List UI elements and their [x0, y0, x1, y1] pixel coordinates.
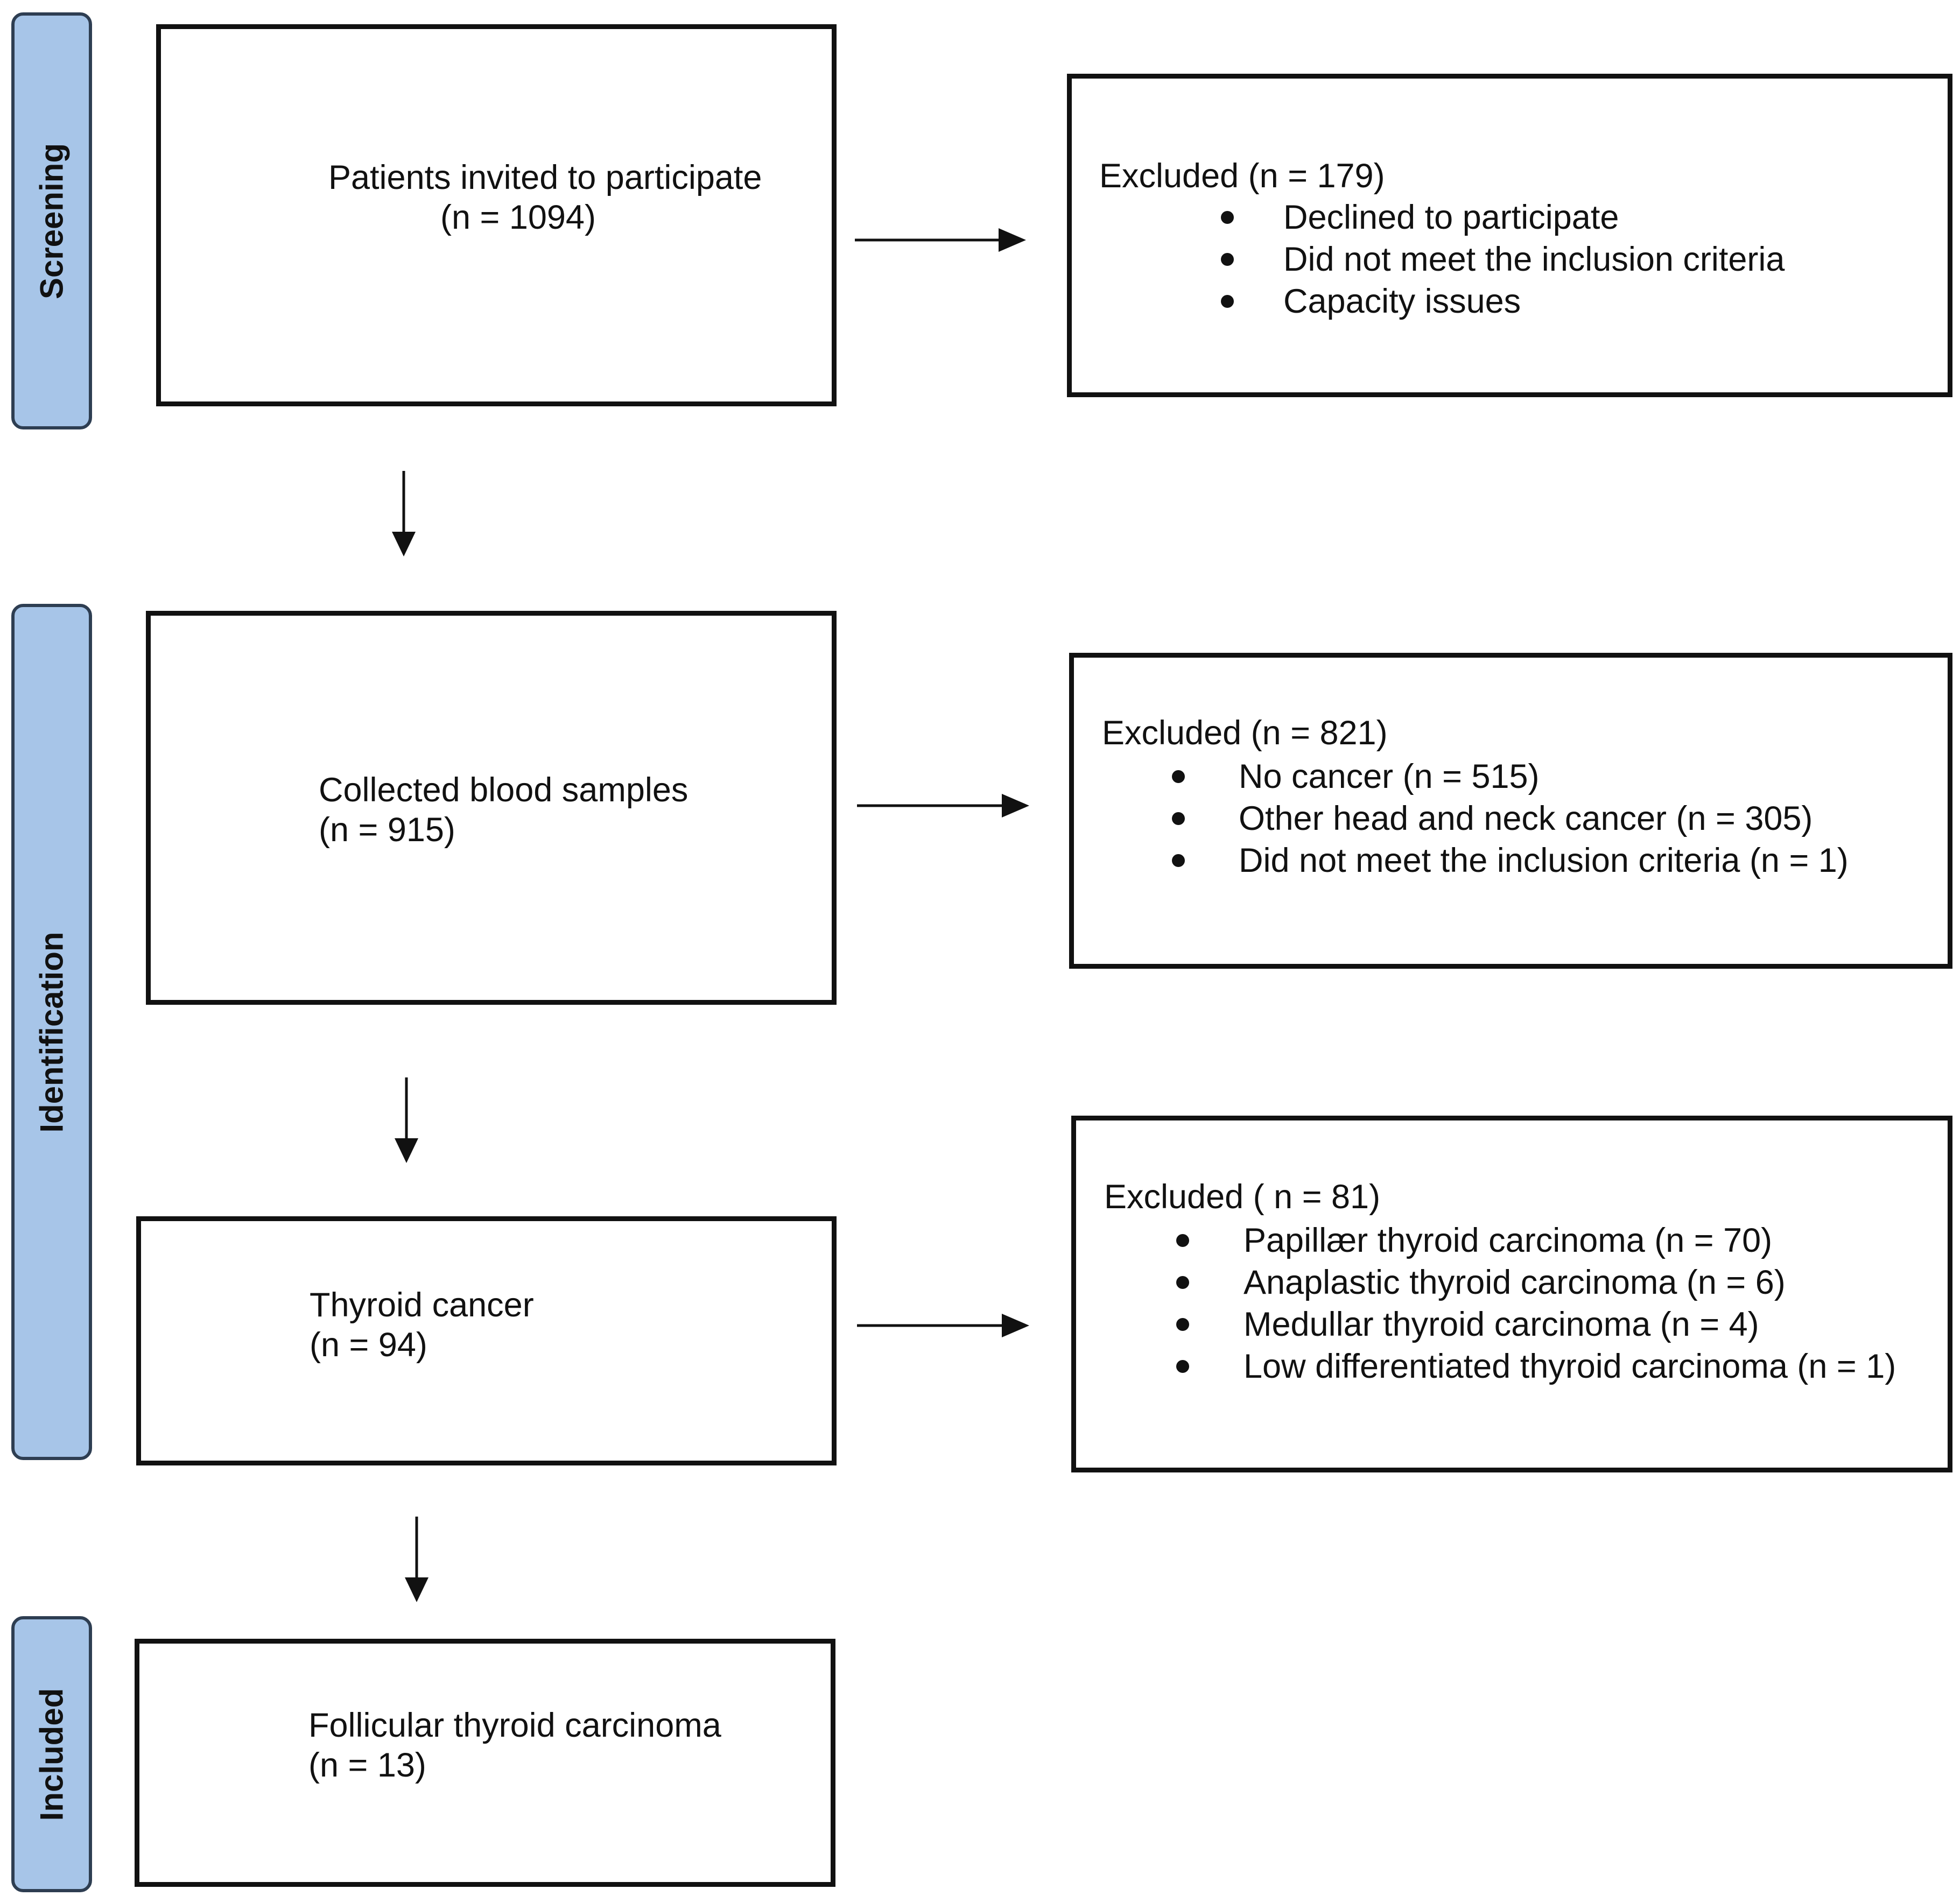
bullet-icon [1176, 1234, 1189, 1247]
arrow-collected-to-thyroid [395, 1077, 418, 1163]
box-follicular-thyroid-carcinoma-text: Follicular thyroid carcinoma (n = 13) [308, 1705, 721, 1785]
box-excluded-821: Excluded (n = 821) No cancer (n = 515) O… [1069, 653, 1952, 969]
stage-tab-screening: Screening [11, 12, 92, 429]
box-thyroid-cancer: Thyroid cancer (n = 94) [136, 1216, 837, 1465]
bullet-icon [1172, 812, 1185, 825]
stage-label-screening: Screening [33, 143, 70, 299]
arrow-invited-to-excluded [855, 228, 1026, 252]
box-thyroid-cancer-count: (n = 94) [310, 1326, 427, 1364]
arrow-thyroid-to-excluded [857, 1314, 1029, 1337]
excluded-81-item-text: Low differentiated thyroid carcinoma (n … [1244, 1348, 1896, 1385]
excluded-179-item: Declined to participate [1221, 196, 1785, 238]
excluded-81-list: Papillær thyroid carcinoma (n = 70) Anap… [1176, 1220, 1896, 1387]
excluded-821-item-text: Did not meet the inclusion criteria (n =… [1239, 842, 1849, 879]
bullet-icon [1221, 211, 1234, 224]
excluded-179-item-text: Declined to participate [1283, 199, 1619, 236]
bullet-icon [1176, 1360, 1189, 1373]
box-follicular-thyroid-carcinoma-label: Follicular thyroid carcinoma [308, 1707, 721, 1744]
box-thyroid-cancer-label: Thyroid cancer [310, 1286, 534, 1324]
excluded-81-item: Medullar thyroid carcinoma (n = 4) [1176, 1303, 1896, 1345]
box-collected-blood-samples-label: Collected blood samples [319, 771, 689, 809]
box-collected-blood-samples-count: (n = 915) [319, 811, 455, 849]
excluded-179-item-text: Did not meet the inclusion criteria [1283, 241, 1785, 278]
excluded-179-item: Did not meet the inclusion criteria [1221, 238, 1785, 280]
excluded-179-item: Capacity issues [1221, 280, 1785, 322]
stage-label-included: Included [33, 1688, 70, 1821]
box-patients-invited: Patients invited to participate (n = 109… [156, 24, 837, 406]
excluded-81-item-text: Medullar thyroid carcinoma (n = 4) [1244, 1306, 1759, 1343]
excluded-821-item-text: No cancer (n = 515) [1239, 758, 1540, 795]
excluded-179-item-text: Capacity issues [1283, 283, 1521, 320]
bullet-icon [1176, 1318, 1189, 1331]
stage-label-identification: Identification [33, 931, 70, 1133]
excluded-81-item: Low differentiated thyroid carcinoma (n … [1176, 1345, 1896, 1387]
box-collected-blood-samples-text: Collected blood samples (n = 915) [319, 770, 688, 850]
box-patients-invited-count: (n = 1094) [440, 199, 596, 236]
excluded-179-list: Declined to participate Did not meet the… [1221, 196, 1785, 322]
stage-tab-identification: Identification [11, 604, 92, 1460]
arrow-collected-to-excluded [857, 794, 1029, 817]
excluded-81-item-text: Papillær thyroid carcinoma (n = 70) [1244, 1222, 1773, 1259]
bullet-icon [1172, 770, 1185, 783]
excluded-81-item: Anaplastic thyroid carcinoma (n = 6) [1176, 1261, 1896, 1303]
excluded-821-list: No cancer (n = 515) Other head and neck … [1172, 756, 1849, 882]
box-patients-invited-text: Patients invited to participate (n = 109… [328, 158, 762, 237]
box-collected-blood-samples: Collected blood samples (n = 915) [146, 611, 837, 1005]
excluded-821-item: Did not meet the inclusion criteria (n =… [1172, 840, 1849, 882]
box-thyroid-cancer-text: Thyroid cancer (n = 94) [310, 1285, 534, 1365]
box-excluded-179: Excluded (n = 179) Declined to participa… [1067, 74, 1952, 397]
excluded-179-title: Excluded (n = 179) [1099, 157, 1385, 195]
box-patients-invited-label: Patients invited to participate [328, 159, 762, 196]
excluded-81-item-text: Anaplastic thyroid carcinoma (n = 6) [1244, 1264, 1786, 1301]
bullet-icon [1172, 854, 1185, 867]
excluded-81-title: Excluded ( n = 81) [1104, 1178, 1381, 1216]
bullet-icon [1176, 1276, 1189, 1289]
bullet-icon [1221, 253, 1234, 266]
excluded-821-title: Excluded (n = 821) [1102, 714, 1388, 752]
excluded-821-item: Other head and neck cancer (n = 305) [1172, 798, 1849, 840]
arrow-invited-to-collected [392, 471, 416, 556]
box-follicular-thyroid-carcinoma: Follicular thyroid carcinoma (n = 13) [135, 1639, 835, 1887]
arrow-thyroid-to-follicular [405, 1517, 428, 1602]
excluded-821-item: No cancer (n = 515) [1172, 756, 1849, 798]
bullet-icon [1221, 295, 1234, 308]
excluded-81-item: Papillær thyroid carcinoma (n = 70) [1176, 1220, 1896, 1261]
box-follicular-thyroid-carcinoma-count: (n = 13) [308, 1746, 426, 1784]
box-excluded-81: Excluded ( n = 81) Papillær thyroid carc… [1071, 1116, 1952, 1472]
stage-tab-included: Included [11, 1616, 92, 1892]
excluded-821-item-text: Other head and neck cancer (n = 305) [1239, 800, 1813, 837]
